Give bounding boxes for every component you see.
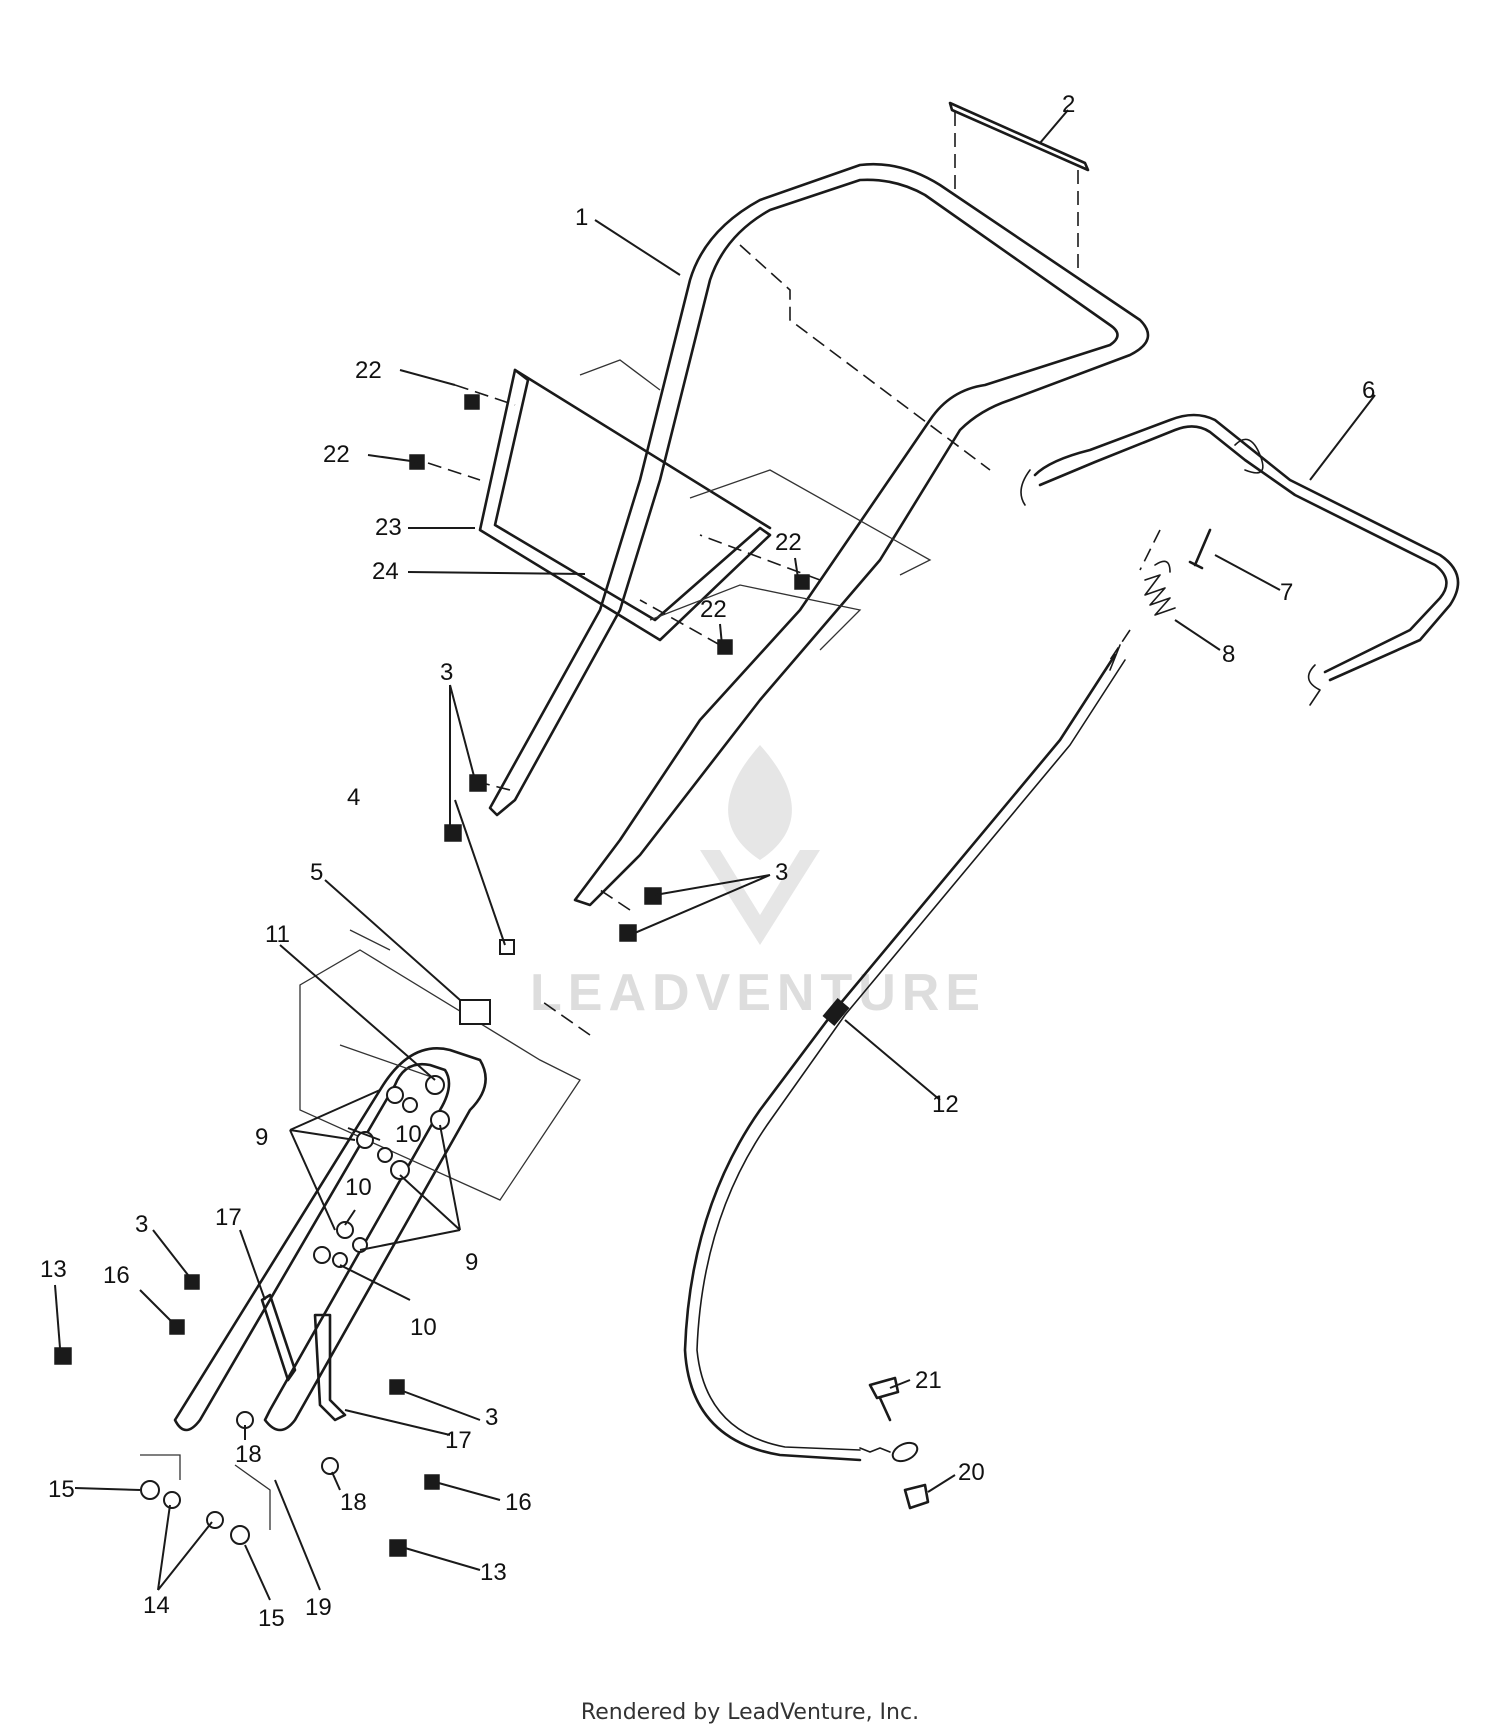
watermark-text: LEADVENTURE [530,964,986,1022]
callout-17a: 17 [215,1204,242,1231]
callout-15a: 15 [48,1476,75,1503]
handle-grip [948,101,1090,270]
callout-18b: 18 [340,1489,367,1516]
bolt-13a [54,1347,72,1365]
bolt-16b [424,1474,440,1490]
leader-lines [54,109,1376,1601]
control-bail [1020,413,1460,706]
callout-3b: 3 [775,859,788,886]
washer-15a [140,1480,160,1500]
locknut-14a [163,1491,181,1509]
nut-11 [425,1075,445,1095]
callout-4: 4 [347,784,360,811]
bolt-22d [717,639,733,655]
callout-3d: 3 [485,1404,498,1431]
callout-22c: 22 [775,529,802,556]
callout-15b: 15 [258,1605,285,1632]
callout-labels: 1 2 6 7 8 22 22 22 22 23 24 3 3 4 5 11 9… [40,91,1375,1632]
callout-22d: 22 [700,596,727,623]
callout-16a: 16 [103,1262,130,1289]
callout-21: 21 [915,1367,942,1394]
callout-23: 23 [375,514,402,541]
callout-6: 6 [1362,377,1375,404]
upper-handle [488,162,1150,907]
callout-1: 1 [575,204,588,231]
callout-10a: 10 [395,1121,422,1148]
washer-15b [230,1525,250,1545]
callout-10c: 10 [410,1314,437,1341]
assembly-lines [427,244,1161,1036]
callout-3a: 3 [440,659,453,686]
callout-10b: 10 [345,1174,372,1201]
footer-credit: Rendered by LeadVenture, Inc. [580,1700,920,1725]
callout-16b: 16 [505,1489,532,1516]
control-panel [478,359,932,651]
callout-22a: 22 [355,357,382,384]
bolt-3f [389,1379,405,1395]
callout-13a: 13 [40,1256,67,1283]
callout-20: 20 [958,1459,985,1486]
callout-17b: 17 [445,1427,472,1454]
callout-8: 8 [1222,641,1235,668]
bolt-22a [464,394,480,410]
callout-22b: 22 [323,441,350,468]
callout-19: 19 [305,1594,332,1621]
brackets [260,1293,347,1422]
callout-5: 5 [310,859,323,886]
callout-13b: 13 [480,1559,507,1586]
callout-3c: 3 [135,1211,148,1238]
callout-9b: 9 [465,1249,478,1276]
spring-assembly [1109,528,1212,671]
leadventure-logo-watermark: LEADVENTURE [530,745,986,1022]
bracket-5 [459,999,491,1025]
cable-hardware [868,1376,930,1510]
lower-handle [173,929,581,1432]
callout-12: 12 [932,1091,959,1118]
callout-24: 24 [372,558,399,585]
bolt-3c [644,887,662,905]
bolt-3a [469,774,487,792]
callout-14: 14 [143,1592,170,1619]
control-cable [683,653,1126,1463]
callout-7: 7 [1280,579,1293,606]
bolt-22c [794,574,810,590]
callout-18a: 18 [235,1441,262,1468]
bolt-3e [184,1274,200,1290]
callout-2: 2 [1062,91,1075,118]
bolt-16a [169,1319,185,1335]
bolt-3b [444,824,462,842]
bolt-4 [499,939,515,955]
nut-18b [321,1457,339,1475]
callout-11: 11 [265,921,290,948]
bolt-13b [389,1539,407,1557]
callout-9a: 9 [255,1124,268,1151]
